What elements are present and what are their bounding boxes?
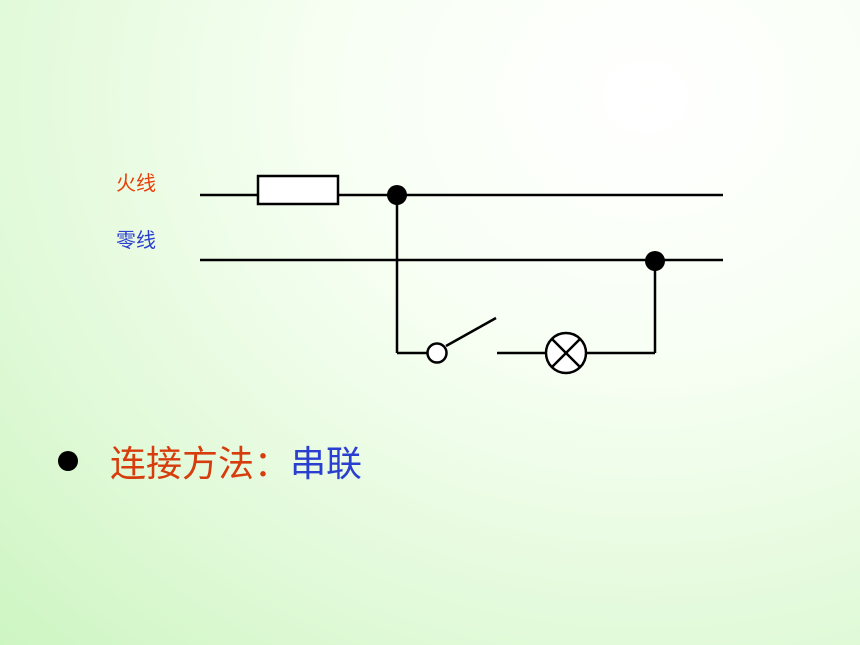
connection-method-label: 连接方法：: [110, 444, 291, 485]
connection-method-value: 串联: [290, 444, 363, 485]
live-wire-label: 火线: [116, 171, 156, 195]
junction-dot-icon: [387, 185, 407, 205]
switch-icon: [426, 316, 497, 364]
bullet-dot-icon: [58, 451, 78, 471]
neutral-wire-label: 零线: [116, 228, 156, 252]
junction-dot-icon: [645, 251, 665, 271]
lamp-icon: [544, 331, 588, 375]
fuse-icon: [256, 174, 340, 206]
connection-method-bullet: 连接方法： 串联: [58, 436, 362, 486]
